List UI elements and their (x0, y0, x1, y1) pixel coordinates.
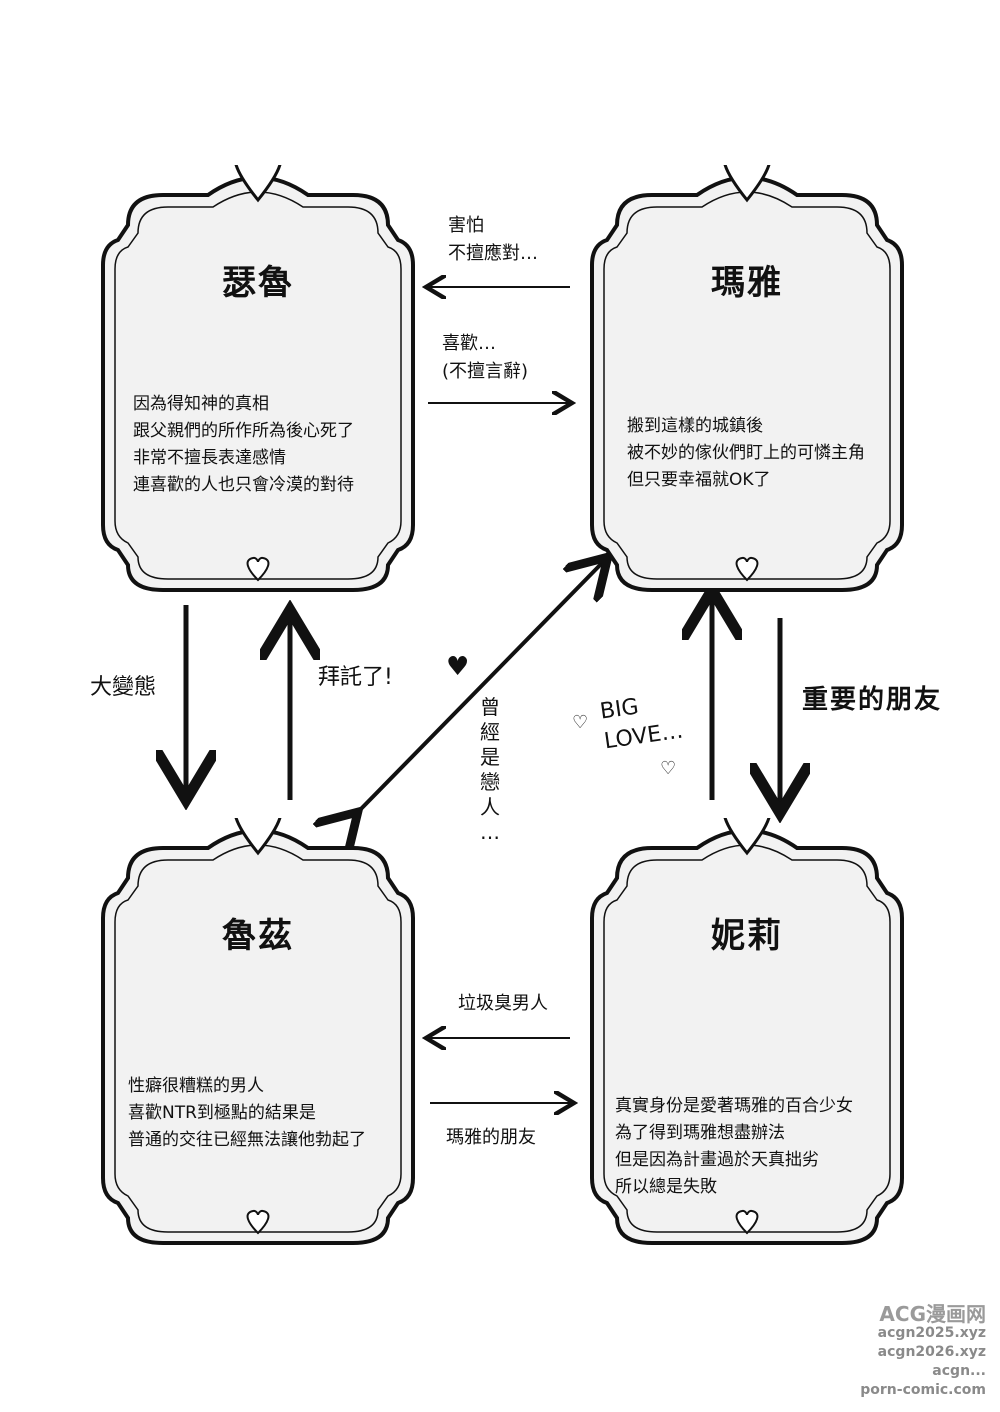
relation-label-maya-to-nili: 重要的朋友 (802, 685, 943, 715)
relation-label-maya-to-sero: 害怕 不擅應對… (448, 215, 538, 264)
ornate-frame (101, 818, 415, 1245)
character-card-ruz: 魯茲 性癖很糟糕的男人 喜歡NTR到極點的結果是 普通的交往已經無法讓他勃起了 (88, 818, 428, 1248)
heart-outline-icon: ♡ (660, 758, 677, 779)
character-name: 妮莉 (711, 916, 783, 956)
character-description: 真實身份是愛著瑪雅的百合少女 為了得到瑪雅想盡辦法 但是因為計畫過於天真拙劣 所… (615, 1096, 853, 1197)
character-name: 瑪雅 (711, 263, 783, 303)
heart-crest-icon (234, 165, 282, 203)
character-card-nili: 妮莉 真實身份是愛著瑪雅的百合少女 為了得到瑪雅想盡辦法 但是因為計畫過於天真拙… (577, 818, 917, 1248)
relation-label-ex-lovers: 曾 經 是 戀 人 … (480, 695, 500, 844)
relation-label-ruz-to-nili: 瑪雅的朋友 (446, 1127, 536, 1148)
relation-label-sero-to-maya: 喜歡… (不擅言辭) (442, 333, 529, 382)
small-heart-icon (735, 556, 759, 582)
character-card-sero: 瑟魯 因為得知神的真相 跟父親們的所作所為後心死了 非常不擅長表達感情 連喜歡的… (88, 165, 428, 595)
heart-icon: ♥ (446, 652, 470, 682)
small-heart-icon (246, 556, 270, 582)
character-name: 瑟魯 (222, 263, 294, 303)
small-heart-icon (246, 1209, 270, 1235)
arrow-ex-lovers (355, 560, 605, 815)
watermark: ACG漫画网 acgn2025.xyz acgn2026.xyz acgn...… (860, 1302, 986, 1398)
relation-label-nili-to-maya: BIG LOVE… (598, 694, 685, 755)
relation-label-ruz-to-sero: 拜託了! (318, 665, 393, 690)
heart-crest-icon (234, 818, 282, 856)
ornate-frame (101, 165, 415, 592)
relation-label-nili-to-ruz: 垃圾臭男人 (458, 993, 548, 1014)
heart-crest-icon (723, 165, 771, 203)
character-card-maya: 瑪雅 搬到這樣的城鎮後 被不妙的傢伙們盯上的可憐主角 但只要幸福就OK了 (577, 165, 917, 595)
relation-label-sero-to-ruz: 大變態 (90, 675, 157, 700)
small-heart-icon (735, 1209, 759, 1235)
character-description: 因為得知神的真相 跟父親們的所作所為後心死了 非常不擅長表達感情 連喜歡的人也只… (133, 394, 354, 495)
character-description: 性癖很糟糕的男人 喜歡NTR到極點的結果是 普通的交往已經無法讓他勃起了 (128, 1076, 366, 1150)
ornate-frame (590, 818, 904, 1245)
character-description: 搬到這樣的城鎮後 被不妙的傢伙們盯上的可憐主角 但只要幸福就OK了 (627, 416, 865, 490)
character-name: 魯茲 (222, 916, 294, 956)
heart-crest-icon (723, 818, 771, 856)
ornate-frame (590, 165, 904, 592)
heart-outline-icon: ♡ (572, 712, 589, 733)
